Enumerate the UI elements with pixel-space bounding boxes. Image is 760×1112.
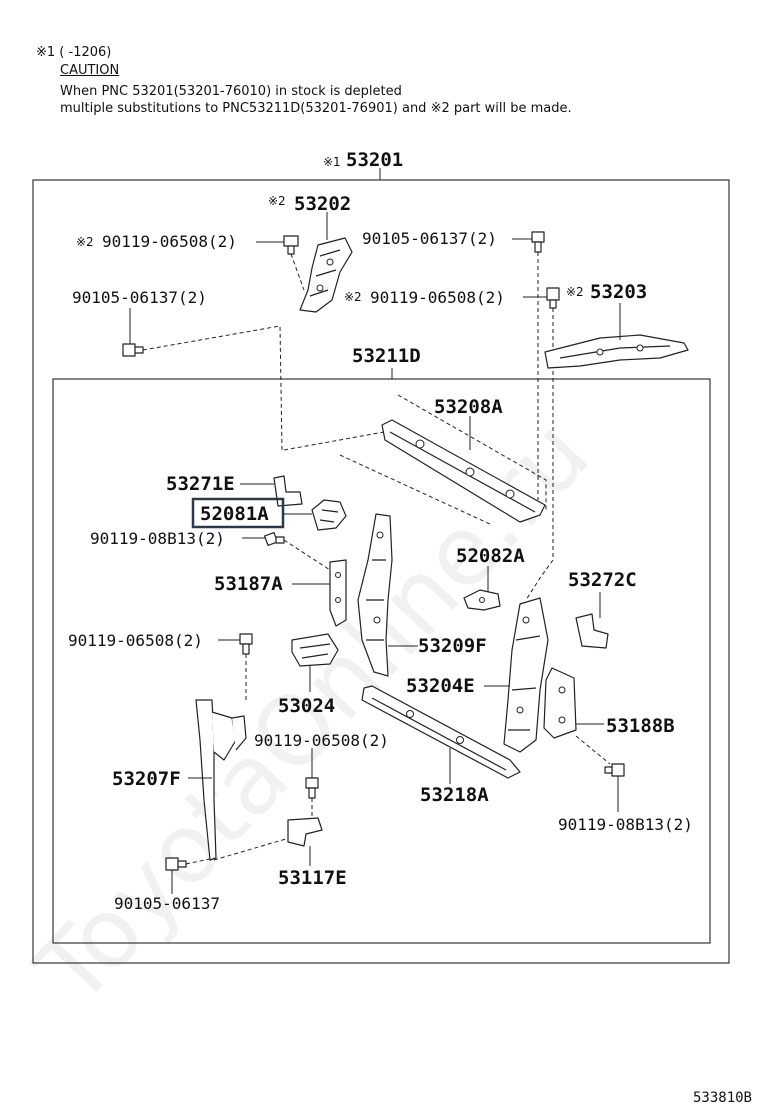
bolt-90119-08b13-left bbox=[263, 531, 285, 547]
part-53208a-shape bbox=[381, 419, 546, 523]
label-53207f[interactable]: 53207F bbox=[112, 768, 181, 790]
assembly-box bbox=[32, 179, 730, 964]
part-53209f-shape bbox=[357, 513, 393, 677]
diagram-code: 533810B bbox=[692, 1090, 752, 1106]
note-caution: CAUTION bbox=[60, 63, 120, 78]
bolt-90105-left bbox=[122, 343, 144, 357]
part-53271e-shape bbox=[273, 475, 303, 507]
label-90119-06508-bottom[interactable]: 90119-06508(2) bbox=[254, 731, 389, 750]
mark-90119-top-left: ※2 bbox=[76, 235, 94, 249]
label-90119-08b13-left[interactable]: 90119-08B13(2) bbox=[90, 529, 225, 548]
label-53209f[interactable]: 53209F bbox=[418, 635, 487, 657]
part-53207f-shape bbox=[195, 699, 247, 861]
part-53024-shape bbox=[291, 633, 339, 667]
part-53272c-shape bbox=[575, 613, 609, 649]
label-90119-06508-left[interactable]: 90119-06508(2) bbox=[68, 631, 203, 650]
part-52081a-shape bbox=[311, 499, 347, 531]
mark-90119-mid-right: ※2 bbox=[344, 290, 362, 304]
part-53188b-shape bbox=[543, 667, 577, 739]
label-53218a[interactable]: 53218A bbox=[420, 784, 489, 806]
assembly-mark: ※1 bbox=[323, 155, 341, 169]
part-53204e-shape bbox=[503, 597, 549, 753]
part-53187a-shape bbox=[329, 559, 347, 627]
label-90119-mid-right[interactable]: 90119-06508(2) bbox=[370, 288, 505, 307]
label-53204e[interactable]: 53204E bbox=[406, 675, 475, 697]
note-applicability: ※1 ( -1206) bbox=[36, 45, 112, 60]
label-90105-bottom[interactable]: 90105-06137 bbox=[114, 894, 220, 913]
part-53218a-shape bbox=[361, 685, 521, 779]
bolt-90119-08b13-right bbox=[604, 763, 625, 777]
label-53208a[interactable]: 53208A bbox=[434, 396, 503, 418]
label-90105-left[interactable]: 90105-06137(2) bbox=[72, 288, 207, 307]
note-line-1: When PNC 53201(53201-76010) in stock is … bbox=[60, 84, 402, 99]
label-90105-top-right[interactable]: 90105-06137(2) bbox=[362, 229, 497, 248]
label-52081a-highlighted[interactable]: 52081A bbox=[200, 503, 269, 525]
part-52082a-shape bbox=[463, 589, 501, 611]
label-53272c[interactable]: 53272C bbox=[568, 569, 637, 591]
label-53024[interactable]: 53024 bbox=[278, 695, 335, 717]
bolt-90105-top-right bbox=[531, 231, 545, 253]
part-53117e-shape bbox=[287, 817, 323, 847]
part-53202-shape bbox=[299, 237, 353, 313]
label-53188b[interactable]: 53188B bbox=[606, 715, 675, 737]
label-53117e[interactable]: 53117E bbox=[278, 867, 347, 889]
note-line-2: multiple substitutions to PNC53211D(5320… bbox=[60, 101, 572, 116]
mark-53202: ※2 bbox=[268, 194, 286, 208]
label-53203[interactable]: 53203 bbox=[590, 281, 647, 303]
bolt-90119-06508-left bbox=[239, 633, 253, 655]
bolt-90119-top-left bbox=[283, 235, 299, 255]
part-53203-shape bbox=[544, 334, 689, 369]
highlight-frame bbox=[191, 497, 285, 529]
label-53271e[interactable]: 53271E bbox=[166, 473, 235, 495]
label-53202[interactable]: 53202 bbox=[294, 193, 351, 215]
label-90119-08b13-right[interactable]: 90119-08B13(2) bbox=[558, 815, 693, 834]
label-90119-top-left[interactable]: 90119-06508(2) bbox=[102, 232, 237, 251]
mark-53203: ※2 bbox=[566, 285, 584, 299]
subassembly-label[interactable]: 53211D bbox=[352, 345, 421, 367]
assembly-label[interactable]: 53201 bbox=[346, 149, 403, 171]
bolt-90119-mid-right bbox=[546, 287, 560, 309]
subassembly-box bbox=[52, 378, 711, 944]
label-52082a[interactable]: 52082A bbox=[456, 545, 525, 567]
label-53187a[interactable]: 53187A bbox=[214, 573, 283, 595]
